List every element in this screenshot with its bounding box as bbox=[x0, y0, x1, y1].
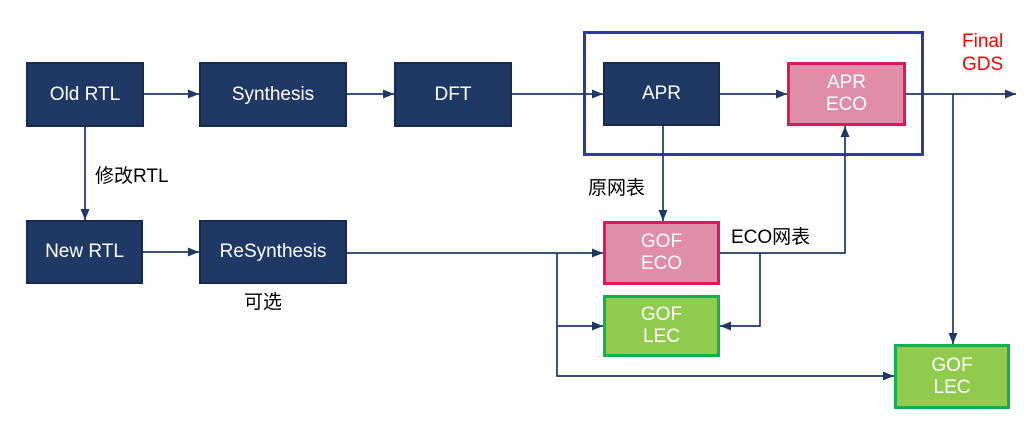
node-old-rtl: Old RTL bbox=[26, 62, 144, 127]
node-dft: DFT bbox=[394, 62, 512, 127]
label-eco-netlist: ECO网表 bbox=[731, 227, 811, 248]
node-new-rtl: New RTL bbox=[26, 220, 143, 284]
node-gof-eco: GOF ECO bbox=[603, 221, 720, 285]
node-resynthesis: ReSynthesis bbox=[199, 220, 347, 284]
node-apr-eco: APR ECO bbox=[787, 62, 906, 126]
node-synthesis: Synthesis bbox=[199, 62, 347, 127]
label-original-netlist: 原网表 bbox=[588, 178, 646, 199]
connector-gofeco-to-goflec-mid bbox=[720, 253, 761, 331]
label-optional: 可选 bbox=[244, 292, 283, 313]
connector-gofeco-to-apreco bbox=[720, 126, 850, 254]
label-final-gds: Final GDS bbox=[962, 31, 1004, 76]
connector-branch-to-goflec-out bbox=[556, 253, 894, 381]
node-apr: APR bbox=[603, 62, 720, 126]
label-modify-rtl: 修改RTL bbox=[95, 166, 169, 187]
node-gof-lec-out: GOF LEC bbox=[894, 344, 1010, 409]
node-gof-lec-mid: GOF LEC bbox=[603, 295, 720, 357]
